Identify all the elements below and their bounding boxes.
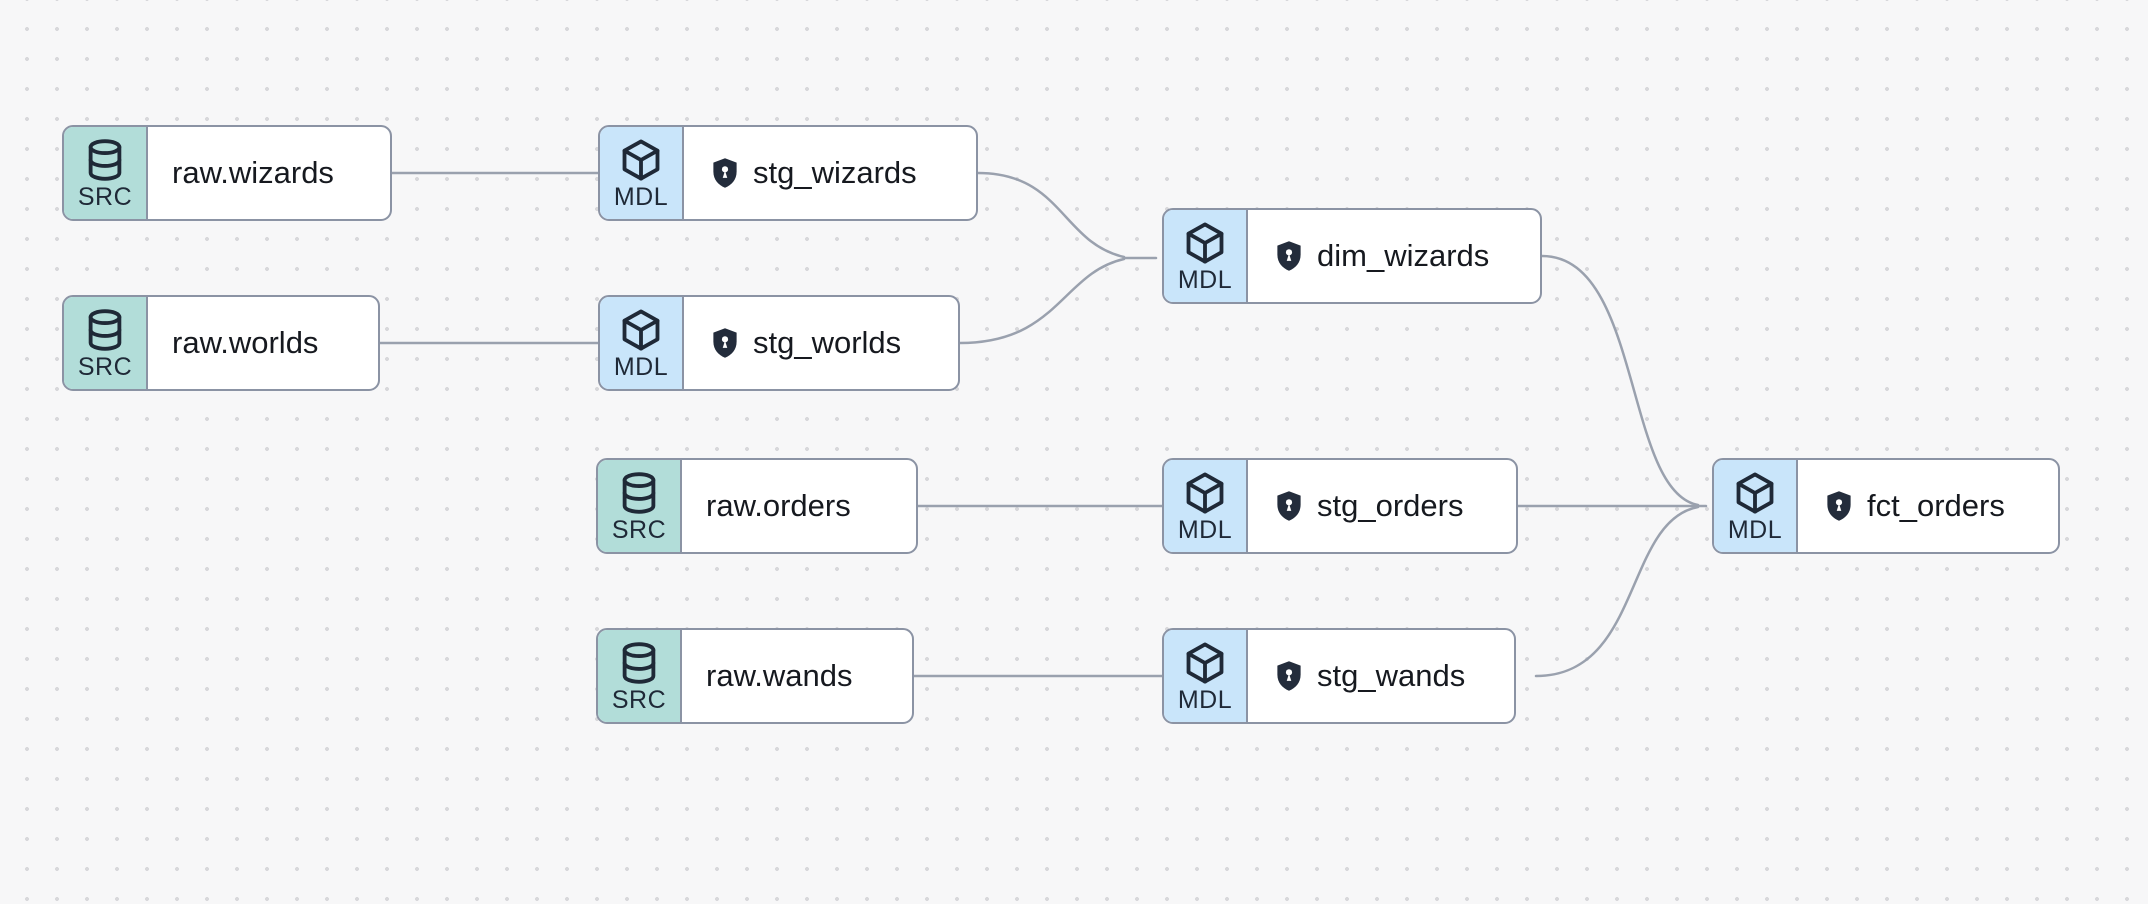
edge-stg-wands-to-fct-orders (1534, 505, 1700, 678)
cube-icon (618, 307, 664, 353)
node-label: raw.worlds (172, 325, 319, 360)
node-body: stg_wands (1248, 630, 1495, 722)
shield-lock-icon (708, 156, 742, 190)
node-stg-wizards[interactable]: MDL stg_wizards (598, 125, 978, 221)
node-raw-orders[interactable]: SRC raw.orders (596, 458, 918, 554)
cube-icon (1182, 220, 1228, 266)
node-dim-wizards[interactable]: MDL dim_wizards (1162, 208, 1542, 304)
node-body: raw.orders (682, 460, 881, 552)
node-body: fct_orders (1798, 460, 2035, 552)
node-stg-orders[interactable]: MDL stg_orders (1162, 458, 1518, 554)
database-icon (616, 640, 662, 686)
badge-label: MDL (1177, 685, 1233, 714)
node-stg-worlds[interactable]: MDL stg_worlds (598, 295, 960, 391)
badge-label: MDL (613, 352, 669, 381)
cube-icon (1182, 640, 1228, 686)
badge-label: SRC (77, 352, 133, 381)
edge-dim-wizards-to-fct-orders (1540, 254, 1700, 507)
node-body: stg_wizards (684, 127, 947, 219)
node-body: raw.wizards (148, 127, 364, 219)
node-label: fct_orders (1867, 488, 2005, 523)
node-body: stg_orders (1248, 460, 1493, 552)
model-badge: MDL (1164, 210, 1248, 302)
database-icon (616, 470, 662, 516)
badge-label: MDL (1177, 265, 1233, 294)
database-icon (82, 137, 128, 183)
badge-label: MDL (1177, 515, 1233, 544)
model-badge: MDL (600, 297, 684, 389)
shield-lock-icon (708, 326, 742, 360)
source-badge: SRC (64, 127, 148, 219)
node-raw-wands[interactable]: SRC raw.wands (596, 628, 914, 724)
node-label: raw.wands (706, 658, 853, 693)
node-raw-worlds[interactable]: SRC raw.worlds (62, 295, 380, 391)
cube-icon (618, 137, 664, 183)
source-badge: SRC (598, 460, 682, 552)
node-label: raw.wizards (172, 155, 334, 190)
badge-label: SRC (611, 685, 667, 714)
node-body: stg_worlds (684, 297, 931, 389)
source-badge: SRC (64, 297, 148, 389)
model-badge: MDL (1714, 460, 1798, 552)
node-label: stg_wizards (753, 155, 917, 190)
node-label: dim_wizards (1317, 238, 1490, 273)
shield-lock-icon (1822, 489, 1856, 523)
node-body: raw.wands (682, 630, 882, 722)
node-stg-wands[interactable]: MDL stg_wands (1162, 628, 1516, 724)
badge-label: SRC (611, 515, 667, 544)
edge-stg-wizards-to-dim-wizards (976, 171, 1126, 259)
node-label: stg_orders (1317, 488, 1464, 523)
node-label: stg_worlds (753, 325, 902, 360)
node-raw-wizards[interactable]: SRC raw.wizards (62, 125, 392, 221)
node-body: dim_wizards (1248, 210, 1519, 302)
edge-stg-worlds-to-dim-wizards (958, 257, 1126, 345)
cube-icon (1732, 470, 1778, 516)
badge-label: SRC (77, 182, 133, 211)
node-label: raw.orders (706, 488, 851, 523)
cube-icon (1182, 470, 1228, 516)
badge-label: MDL (1727, 515, 1783, 544)
badge-label: MDL (613, 182, 669, 211)
node-fct-orders[interactable]: MDL fct_orders (1712, 458, 2060, 554)
node-label: stg_wands (1317, 658, 1466, 693)
model-badge: MDL (600, 127, 684, 219)
source-badge: SRC (598, 630, 682, 722)
database-icon (82, 307, 128, 353)
model-badge: MDL (1164, 460, 1248, 552)
model-badge: MDL (1164, 630, 1248, 722)
node-body: raw.worlds (148, 297, 348, 389)
shield-lock-icon (1272, 659, 1306, 693)
shield-lock-icon (1272, 239, 1306, 273)
shield-lock-icon (1272, 489, 1306, 523)
